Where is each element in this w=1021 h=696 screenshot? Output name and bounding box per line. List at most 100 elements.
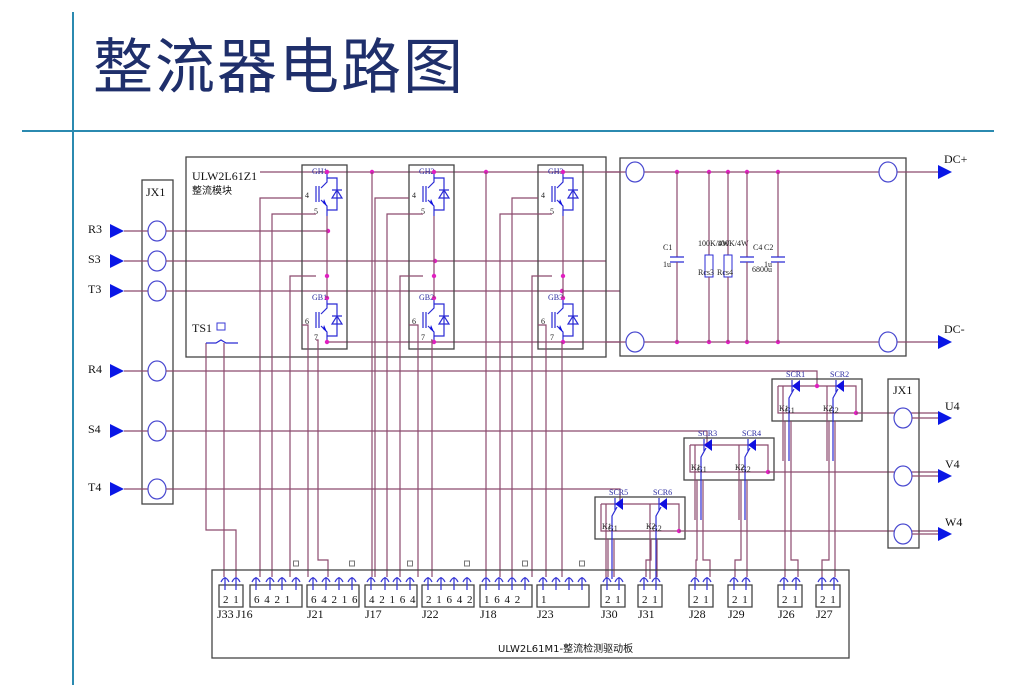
igbt-ref: GB1 xyxy=(312,293,327,302)
output-arrow-icon xyxy=(938,165,952,179)
input-arrow-icon xyxy=(110,424,124,438)
scr-lead-wire xyxy=(695,480,698,577)
scr-pin-g: G2 xyxy=(741,465,751,474)
gate-lead-wire xyxy=(289,275,316,577)
connector-body xyxy=(727,584,753,608)
connector-pin-icon xyxy=(308,577,318,590)
connector-pin-icon xyxy=(639,577,649,590)
scr-ref: SCR5 xyxy=(609,488,628,497)
igbt-emitter-arrow-icon xyxy=(430,199,434,206)
thyristor-icon xyxy=(748,439,756,451)
connector-label: J26 xyxy=(778,607,795,621)
connector-pin-icon xyxy=(220,577,230,590)
terminal-circle-icon xyxy=(878,331,898,353)
connector-pin-icon xyxy=(741,577,751,590)
accent-horizontal-line xyxy=(22,130,994,132)
connector-pin-icon xyxy=(551,577,561,590)
diode-icon xyxy=(566,314,580,325)
rectifier-module: ULW2L61Z1 整流模块 xyxy=(185,156,607,358)
thyristor-icon xyxy=(704,439,712,451)
test-point-icon xyxy=(579,560,585,567)
input-port-r3: R3 xyxy=(88,220,167,242)
component-value: 1u xyxy=(663,260,671,269)
igbt-icon xyxy=(556,298,564,342)
connector-pin-icon xyxy=(520,577,530,590)
component-ref: C2 xyxy=(764,243,773,252)
igbt-gate-icon xyxy=(315,312,320,328)
input-arrow-icon xyxy=(110,254,124,268)
connector-pin-numbers: 2 1 xyxy=(820,594,837,606)
connector-pin-icon xyxy=(380,577,390,590)
t4-wire xyxy=(166,488,621,503)
capacitor-icon xyxy=(771,256,785,263)
connector-body xyxy=(364,584,418,608)
igbt-emitter-pin: 7 xyxy=(421,333,425,342)
connector-pin-numbers: 2 1 xyxy=(732,594,749,606)
terminal-circle-icon xyxy=(625,161,645,183)
thyristor-gate-icon xyxy=(832,388,839,461)
connector-body xyxy=(479,584,533,608)
diode-wire-icon xyxy=(563,303,574,337)
igbt-gate-pin: 4 xyxy=(305,191,309,200)
igbt-ref: GH3 xyxy=(548,167,564,176)
scr-module-frame xyxy=(771,378,863,422)
junction-dot xyxy=(560,169,566,175)
junction-dot xyxy=(560,273,566,279)
connector-pin-numbers: 4 2 1 6 4 xyxy=(369,594,417,606)
igbt-ref: GB3 xyxy=(548,293,563,302)
scr-modules: SCR1K1G1SCR2K2G2SCR3K1G1SCR4K2G2SCR5K1G1… xyxy=(594,370,940,579)
output-port-v4: V4 xyxy=(893,457,960,487)
connector-pin-icon xyxy=(651,577,661,590)
terminal-circle-icon xyxy=(893,523,913,545)
input-port-t4: T4 xyxy=(88,478,167,500)
junction-dot xyxy=(814,383,820,389)
input-terminal-block: JX1 xyxy=(141,179,174,505)
gate-lead-wire xyxy=(399,275,423,577)
dc-output-label: DC- xyxy=(944,322,965,336)
test-point-icon xyxy=(407,560,413,567)
connector-pin-icon xyxy=(779,577,789,590)
thyristor-gate-icon xyxy=(744,447,751,520)
connector-pin-numbers: 6 4 2 1 xyxy=(254,594,291,606)
connector-pin-icon xyxy=(265,577,275,590)
junction-dot xyxy=(431,339,437,345)
connector-body xyxy=(815,584,841,608)
connector-pin-numbers: 2 1 xyxy=(642,594,659,606)
connector-pin-icon xyxy=(507,577,517,590)
terminal-circle-icon xyxy=(147,220,167,242)
connector-pin-icon xyxy=(494,577,504,590)
scr-lead-wire xyxy=(821,421,830,577)
input-port-label: S3 xyxy=(88,252,101,266)
connector-pin-icon xyxy=(423,577,433,590)
connector-pin-icon xyxy=(392,577,402,590)
connector-label: J18 xyxy=(480,607,497,621)
component-ref: C4 xyxy=(753,243,762,252)
thyristor-icon xyxy=(792,380,800,392)
scr-ref: SCR4 xyxy=(742,429,761,438)
gate-lead-wire xyxy=(431,339,433,577)
component-ref: Rcs3 xyxy=(698,268,714,277)
scr-module-frame xyxy=(683,437,775,481)
thermal-lead-wire xyxy=(205,343,237,577)
terminal-circle-icon xyxy=(147,280,167,302)
connector-pin-numbers: 2 1 xyxy=(223,594,240,606)
scr-pin-k: K2 xyxy=(735,463,745,472)
rectifier-module-name: 整流模块 xyxy=(192,184,232,197)
igbt-emitter-arrow-icon xyxy=(323,325,327,332)
connector-pin-icon xyxy=(231,577,241,590)
test-point-icon xyxy=(349,560,355,567)
